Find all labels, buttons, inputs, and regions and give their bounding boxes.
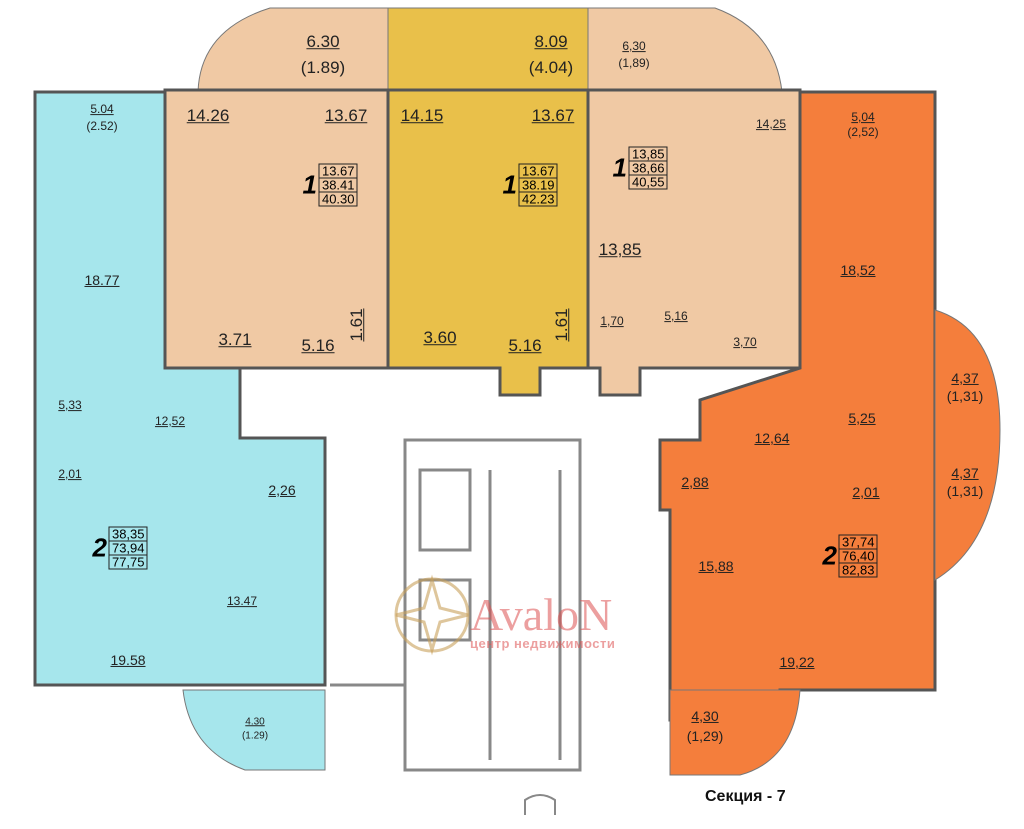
balcony-top-right	[587, 7, 783, 93]
living-area: 13,85	[629, 146, 667, 162]
total-area: 77,75	[111, 554, 145, 570]
room-area: 3.60	[423, 328, 457, 348]
living-area: 13.67	[519, 163, 557, 179]
room-area: 18.77	[84, 271, 120, 288]
apartment-1a[interactable]	[163, 88, 390, 370]
watermark-tagline: центр недвижимости	[470, 636, 616, 651]
balcony-area: 4,30	[691, 707, 719, 724]
balcony-sub: (1,29)	[686, 727, 724, 744]
room-count: 1	[502, 169, 517, 200]
balcony-sub: (2.52)	[86, 119, 118, 134]
balcony-area: 5.04	[90, 102, 114, 117]
balcony-sub: (4.04)	[528, 58, 574, 78]
total-area: 40.30	[321, 191, 355, 207]
room-area: 12,52	[154, 414, 186, 429]
room-count: 1	[302, 169, 317, 200]
room-area: 5,25	[848, 409, 876, 426]
entrance	[524, 794, 556, 815]
living-area: 38,35	[109, 526, 147, 542]
living-area: 13.67	[319, 163, 357, 179]
area-no-balcony: 38.19	[519, 177, 557, 193]
balcony-left-bottom	[182, 689, 326, 771]
living-area: 37,74	[839, 534, 877, 550]
room-area: 2,01	[58, 467, 82, 482]
room-area: 13.47	[226, 594, 258, 609]
room-area: 12,64	[754, 429, 790, 446]
room-area: 13.67	[531, 106, 575, 126]
room-area: 3,70	[733, 335, 757, 350]
stairwell	[330, 438, 582, 772]
room-area: 15,88	[698, 557, 734, 574]
room-area: 5,16	[664, 309, 688, 324]
balcony-area: 5,04	[851, 110, 875, 125]
room-area: 5.16	[508, 336, 542, 356]
room-area: 2,01	[852, 483, 880, 500]
room-area: 5,33	[58, 398, 82, 413]
balcony-sub: (1,31)	[946, 482, 984, 499]
balcony-right-bottom	[669, 689, 801, 776]
balcony-top-left	[197, 7, 389, 93]
area-no-balcony: 38,66	[629, 160, 667, 176]
room-area: 18,52	[840, 261, 876, 278]
room-area: 14,25	[755, 117, 787, 132]
room-area: 3.71	[218, 330, 252, 350]
balcony-sub: (1,31)	[946, 387, 984, 404]
balcony-area: 4,37	[951, 464, 979, 481]
balcony-area: 4.30	[245, 716, 265, 728]
room-count: 1	[612, 152, 627, 183]
apartment-1b[interactable]	[386, 88, 590, 397]
balcony-top-mid	[387, 7, 589, 93]
balcony-area: 6.30	[306, 32, 340, 52]
total-area: 42.23	[521, 191, 555, 207]
room-area: 1,70	[600, 314, 624, 329]
room-area: 13,85	[598, 240, 642, 260]
room-area: 13.67	[324, 106, 368, 126]
section-label: Секция - 7	[705, 788, 786, 805]
room-area: 19,22	[779, 653, 815, 670]
balcony-area: 4,37	[951, 369, 979, 386]
total-area: 82,83	[841, 562, 875, 578]
balcony-sub: (2,52)	[847, 125, 879, 140]
room-count: 2	[822, 540, 837, 571]
balcony-right-side	[934, 309, 1001, 581]
room-area: 1.61	[347, 308, 367, 342]
apartment-2-left[interactable]	[33, 90, 327, 687]
balcony-sub: (1.89)	[300, 58, 346, 78]
room-count: 2	[92, 532, 107, 563]
room-area: 2,88	[681, 473, 709, 490]
room-area: 19.58	[110, 651, 146, 668]
room-area: 2,26	[268, 481, 296, 498]
balcony-area: 8.09	[534, 32, 568, 52]
balcony-area: 6,30	[622, 39, 646, 54]
room-area: 14.15	[400, 106, 444, 126]
room-area: 1.61	[552, 308, 572, 342]
balcony-sub: (1,89)	[618, 56, 650, 71]
total-area: 40,55	[631, 174, 665, 190]
room-area: 5.16	[301, 336, 335, 356]
room-area: 14.26	[186, 106, 230, 126]
watermark-brand: AvaloN	[470, 589, 613, 640]
balcony-sub: (1.29)	[241, 730, 269, 742]
area-no-balcony: 73,94	[109, 540, 147, 556]
compass-logo-icon	[394, 574, 470, 656]
area-no-balcony: 38.41	[319, 177, 357, 193]
area-no-balcony: 76,40	[839, 548, 877, 564]
